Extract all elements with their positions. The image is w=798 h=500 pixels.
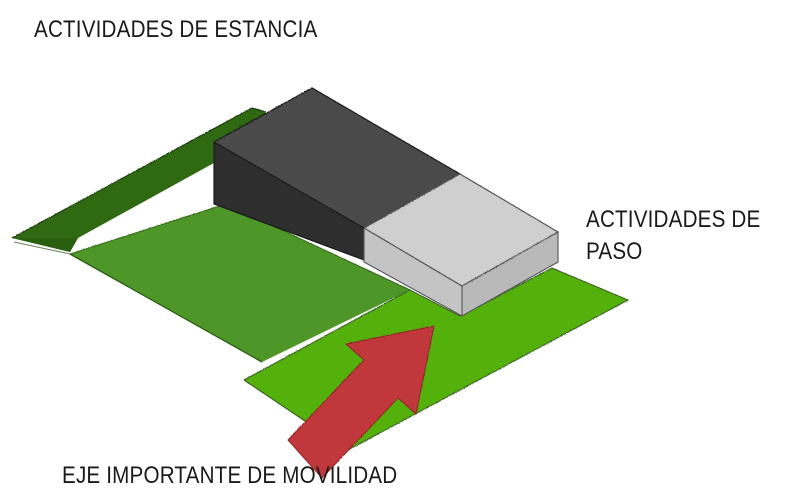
- label-actividades-paso: ACTIVIDADES DE PASO: [586, 204, 760, 269]
- mobility-arrow-icon: [287, 325, 435, 479]
- dark-building-block: [213, 87, 462, 261]
- label-actividades-paso-line2: PASO: [586, 238, 643, 266]
- label-actividades-estancia: ACTIVIDADES DE ESTANCIA: [34, 16, 318, 43]
- label-eje-movilidad: EJE IMPORTANTE DE MOVILIDAD: [62, 462, 398, 489]
- label-actividades-paso-line1: ACTIVIDADES DE: [586, 206, 761, 233]
- light-building-block: [363, 173, 560, 317]
